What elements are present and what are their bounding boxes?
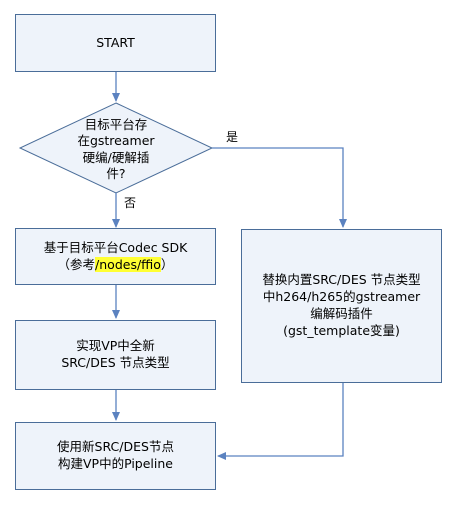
new-node-line: 实现VP中全新 [76, 338, 155, 354]
sdk-node: 基于目标平台Codec SDK （参考/nodes/ffio） [15, 228, 216, 285]
decision-text: 目标平台存 在gstreamer 硬编/硬解插 件? [52, 117, 180, 182]
replace-plugin-node: 替换内置SRC/DES 节点类型 中h264/h265的gstreamer 编解… [241, 229, 442, 383]
decision-line: 在gstreamer [77, 133, 155, 149]
arrow-decision-to-replace [212, 147, 347, 228]
decision-line: 件? [106, 165, 126, 181]
decision-line: 硬编/硬解插 [82, 149, 150, 165]
pipeline-node: 使用新SRC/DES节点 构建VP中的Pipeline [15, 422, 216, 490]
sdk-line2-prefix: （参考 [57, 256, 96, 272]
sdk-line2-suffix: ） [160, 256, 174, 272]
sdk-line1: 基于目标平台Codec SDK [43, 239, 188, 255]
start-node: START [15, 14, 216, 72]
new-node-line: SRC/DES 节点类型 [61, 355, 170, 370]
replace-line: (gst_template变量) [283, 322, 400, 338]
edge-label-no: 否 [124, 196, 137, 210]
replace-line: 替换内置SRC/DES 节点类型 [262, 272, 421, 288]
edge-label-yes: 是 [226, 130, 239, 144]
arrow-replace-to-pipeline [217, 383, 344, 460]
start-label: START [96, 34, 135, 50]
decision-line: 目标平台存 [84, 117, 148, 132]
new-node-type-node: 实现VP中全新 SRC/DES 节点类型 [15, 320, 216, 390]
sdk-path-highlight: /nodes/ffio [95, 256, 161, 272]
pipeline-line: 构建VP中的Pipeline [57, 456, 173, 471]
replace-line: 中h264/h265的gstreamer [262, 289, 421, 305]
replace-line: 编解码插件 [310, 306, 373, 321]
pipeline-line: 使用新SRC/DES节点 [57, 439, 174, 455]
